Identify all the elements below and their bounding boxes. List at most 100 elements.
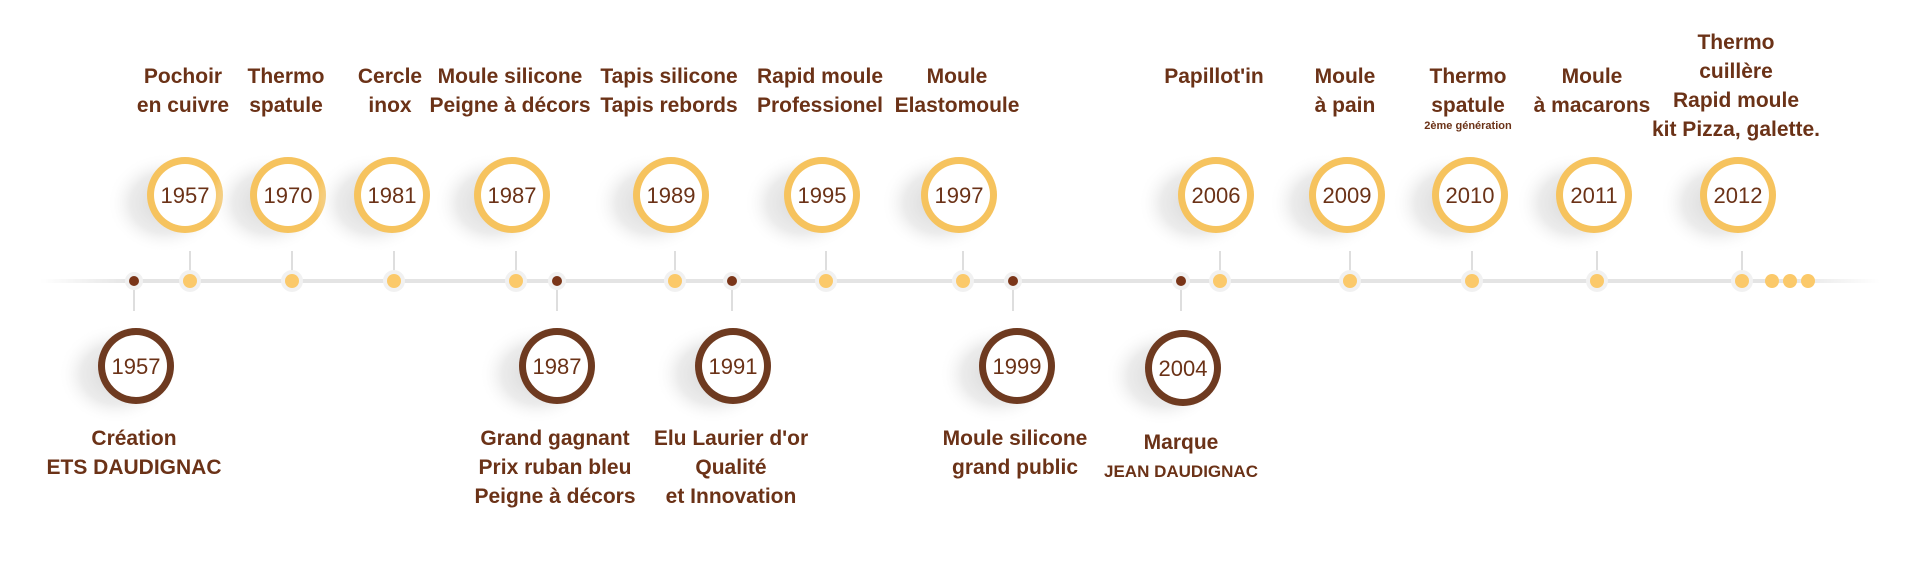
top-label-line: à pain — [1314, 94, 1376, 117]
top-label-line: Rapid moule — [1672, 89, 1799, 112]
bottom-event-1: 1987 — [479, 272, 595, 424]
continuation-dot — [1783, 274, 1797, 288]
bottom-dot — [1176, 276, 1186, 286]
bottom-label-line: ETS DAUDIGNAC — [46, 456, 222, 479]
bottom-ring-inner — [526, 335, 588, 397]
top-label-line: spatule — [1431, 94, 1505, 117]
top-label-line: cuillère — [1699, 60, 1773, 83]
top-label-note: 2ème génération — [1424, 120, 1512, 132]
continuation-dot — [1801, 274, 1815, 288]
top-ring-inner — [640, 164, 702, 226]
top-ring-inner — [928, 164, 990, 226]
top-event-8: 2009 — [1269, 153, 1385, 292]
top-label-0: Pochoir en cuivre — [137, 62, 229, 120]
top-label-line: Pochoir — [143, 65, 223, 88]
top-ring-inner — [1563, 164, 1625, 226]
top-dot — [509, 274, 523, 288]
top-year: 2012 — [1714, 183, 1763, 208]
top-ring-inner — [1316, 164, 1378, 226]
top-label-line: Tapis silicone — [600, 65, 738, 88]
top-ring-inner — [1439, 164, 1501, 226]
top-ring-inner — [481, 164, 543, 226]
top-year: 1997 — [935, 183, 984, 208]
top-label-line: Professionel — [756, 94, 884, 117]
top-dot — [956, 274, 970, 288]
top-label-line: Elastomoule — [894, 94, 1020, 117]
top-label-line: Thermo — [1697, 31, 1775, 54]
top-label-line: Moule — [1561, 65, 1623, 88]
bottom-label-line: Grand gagnant — [480, 427, 630, 450]
bottom-event-0: 1957 — [58, 272, 174, 424]
top-dot — [285, 274, 299, 288]
continuation-dot — [1765, 274, 1779, 288]
bottom-label-line: Marque — [1143, 431, 1219, 454]
top-dot — [668, 274, 682, 288]
bottom-dot — [1008, 276, 1018, 286]
top-year: 2011 — [1570, 183, 1617, 208]
bottom-label-line: Qualité — [695, 456, 767, 479]
top-year: 1995 — [798, 183, 847, 208]
top-event-2: 1981 — [314, 153, 430, 292]
bottom-ring-inner — [986, 335, 1048, 397]
bottom-ring-inner — [105, 335, 167, 397]
top-label-9: Thermo spatule 2ème génération — [1424, 62, 1511, 133]
bottom-event-4: 2004 — [1105, 272, 1221, 426]
top-label-line: Moule silicone — [437, 65, 583, 88]
top-label-line: Thermo — [247, 65, 325, 88]
bottom-year: 1957 — [112, 354, 161, 379]
top-label-line: Tapis rebords — [600, 94, 738, 117]
bottom-label-line: Création — [91, 427, 177, 450]
top-year: 2010 — [1446, 183, 1495, 208]
top-ring-inner — [791, 164, 853, 226]
top-year: 2006 — [1192, 183, 1241, 208]
top-label-1: Thermo spatule — [247, 62, 324, 120]
top-label-7: Papillot'in — [1164, 62, 1264, 91]
bottom-year: 1991 — [709, 354, 758, 379]
top-label-line: Rapid moule — [756, 65, 884, 88]
top-label-line: Thermo — [1429, 65, 1507, 88]
top-label-line: spatule — [249, 94, 323, 117]
top-label-line: Peigne à décors — [429, 94, 591, 117]
top-dot — [1213, 274, 1227, 288]
bottom-dot — [552, 276, 562, 286]
bottom-label-line: Elu Laurier d'or — [653, 427, 809, 450]
top-dot — [1590, 274, 1604, 288]
top-ring-inner — [257, 164, 319, 226]
top-label-line: en cuivre — [136, 94, 230, 117]
top-label-line: Cercle — [357, 65, 423, 88]
top-ring-inner — [1185, 164, 1247, 226]
top-year: 1989 — [647, 183, 696, 208]
bottom-label-line: Peigne à décors — [474, 485, 636, 508]
top-ring-inner — [361, 164, 423, 226]
bottom-event-2: 1991 — [655, 272, 771, 424]
top-label-8: Moule à pain — [1315, 62, 1376, 120]
bottom-label-line: Prix ruban bleu — [478, 456, 632, 479]
top-event-11: 2012 — [1660, 153, 1776, 292]
top-ring-inner — [1707, 164, 1769, 226]
top-dot — [387, 274, 401, 288]
bottom-label-line: Moule silicone — [942, 427, 1088, 450]
top-ring-inner — [154, 164, 216, 226]
bottom-year: 1999 — [993, 354, 1042, 379]
top-dot — [819, 274, 833, 288]
top-event-9: 2010 — [1392, 153, 1508, 292]
top-label-line: Papillot'in — [1164, 65, 1264, 88]
continuation-dots — [1765, 274, 1815, 288]
top-event-3: 1987 — [434, 153, 550, 292]
bottom-dot — [727, 276, 737, 286]
top-event-0: 1957 — [107, 153, 223, 292]
bottom-event-3: 1999 — [939, 272, 1055, 424]
top-label-line: Moule — [1314, 65, 1376, 88]
